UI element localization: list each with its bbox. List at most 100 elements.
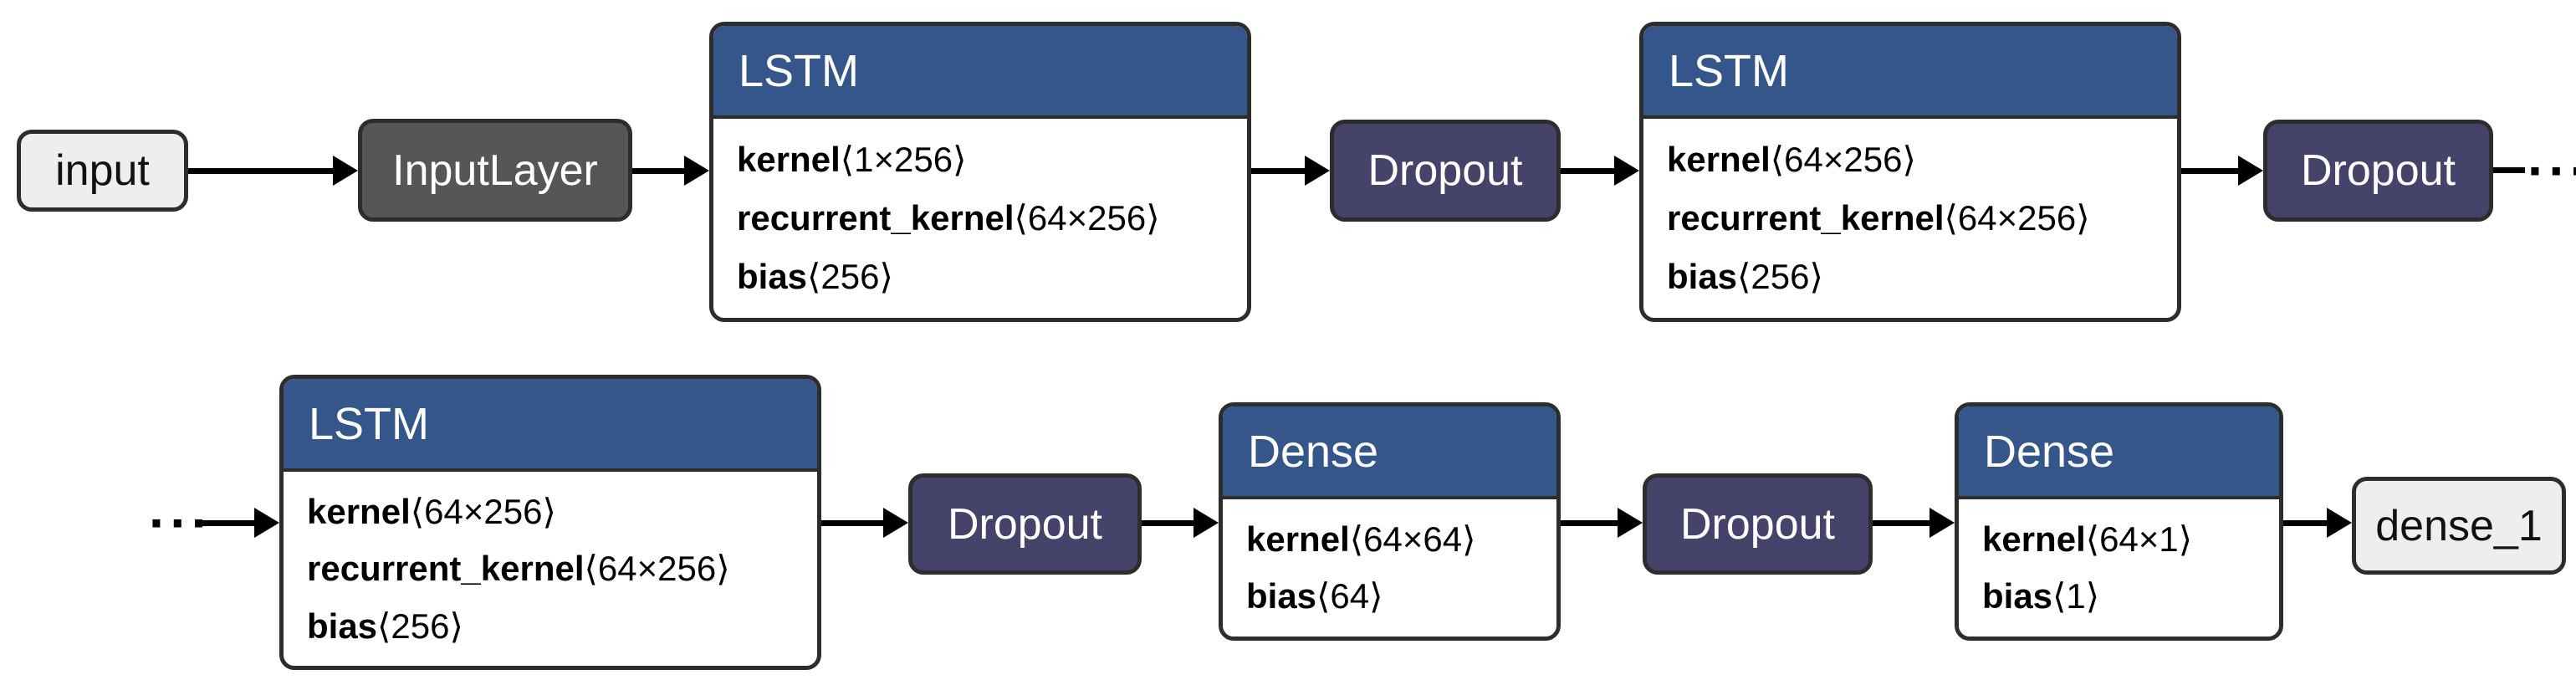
continuation-dots: ··· <box>2527 141 2576 201</box>
param-dims: ⟨64×256⟩ <box>1944 198 2090 238</box>
param-name: recurrent_kernel <box>737 198 1015 238</box>
dropout-2-node: Dropout <box>2263 120 2493 222</box>
arrow-shaft <box>632 167 684 174</box>
continuation-dots-label: ··· <box>149 493 212 553</box>
dense-1-card: Dense kernel⟨64×64⟩ bias⟨64⟩ <box>1219 402 1561 641</box>
param-row: bias⟨256⟩ <box>1667 259 2169 294</box>
dropout-1-node-label: Dropout <box>1367 146 1523 195</box>
flow-arrow <box>821 508 908 538</box>
param-dims: ⟨1⟩ <box>2052 576 2100 616</box>
dense-1-card-body: kernel⟨64×64⟩ bias⟨64⟩ <box>1223 499 1556 637</box>
param-row: kernel⟨1×256⟩ <box>737 142 1239 177</box>
inputlayer-node-label: InputLayer <box>392 146 598 195</box>
param-name: kernel <box>1246 519 1350 559</box>
arrow-head-icon <box>684 156 709 186</box>
input-node: input <box>17 130 188 212</box>
dropout-4-node: Dropout <box>1643 473 1873 575</box>
dense-1-card-title: Dense <box>1248 426 1379 477</box>
dense-2-card: Dense kernel⟨64×1⟩ bias⟨1⟩ <box>1955 402 2283 641</box>
arrow-head-icon <box>1305 156 1330 186</box>
flow-arrow <box>632 156 709 186</box>
param-dims: ⟨1×256⟩ <box>840 140 967 179</box>
arrow-head-icon <box>1618 508 1643 538</box>
lstm-3-card-body: kernel⟨64×256⟩ recurrent_kernel⟨64×256⟩ … <box>284 472 817 666</box>
arrow-shaft <box>188 167 333 174</box>
lstm-3-card: LSTM kernel⟨64×256⟩ recurrent_kernel⟨64×… <box>279 375 821 670</box>
param-name: bias <box>1667 257 1738 296</box>
dropout-3-node-label: Dropout <box>948 499 1102 549</box>
lstm-3-card-title: LSTM <box>309 398 430 449</box>
flow-arrow <box>1561 156 1639 186</box>
param-row: kernel⟨64×256⟩ <box>1667 142 2169 177</box>
param-dims: ⟨256⟩ <box>377 606 463 646</box>
arrow-shaft <box>2283 519 2327 526</box>
output-node-label: dense_1 <box>2375 501 2543 550</box>
flow-arrow <box>1873 508 1955 538</box>
param-name: bias <box>1982 576 2053 616</box>
arrow-shaft <box>1142 519 1193 526</box>
param-row: bias⟨64⟩ <box>1246 579 1548 614</box>
continuation-dots: ··· <box>149 493 212 553</box>
param-row: bias⟨256⟩ <box>737 259 1239 294</box>
lstm-2-card-title: LSTM <box>1669 45 1790 96</box>
lstm-3-card-header: LSTM <box>284 379 817 472</box>
arrow-shaft <box>1251 167 1305 174</box>
lstm-2-card: LSTM kernel⟨64×256⟩ recurrent_kernel⟨64×… <box>1639 22 2181 322</box>
arrow-head-icon <box>1614 156 1639 186</box>
arrow-head-icon <box>1193 508 1219 538</box>
param-row: bias⟨256⟩ <box>307 606 809 646</box>
param-dims: ⟨64×256⟩ <box>584 549 730 588</box>
input-node-label: input <box>55 146 150 195</box>
dropout-1-node: Dropout <box>1330 120 1561 222</box>
arrow-head-icon <box>2238 156 2263 186</box>
param-name: kernel <box>1982 519 2086 559</box>
param-row: recurrent_kernel⟨64×256⟩ <box>307 551 809 586</box>
param-dims: ⟨256⟩ <box>1737 257 1823 296</box>
param-dims: ⟨64×256⟩ <box>410 491 556 531</box>
arrow-shaft <box>199 519 254 526</box>
param-dims: ⟨64×64⟩ <box>1349 519 1476 559</box>
dense-2-card-title: Dense <box>1984 426 2115 477</box>
param-name: kernel <box>1667 140 1771 179</box>
flow-arrow <box>1251 156 1330 186</box>
flow-arrow <box>2283 508 2352 538</box>
param-dims: ⟨64×256⟩ <box>1770 140 1916 179</box>
continuation-dots-label: ··· <box>2527 141 2576 201</box>
param-name: bias <box>1246 576 1317 616</box>
lstm-1-card: LSTM kernel⟨1×256⟩ recurrent_kernel⟨64×2… <box>709 22 1251 322</box>
flow-arrow <box>1142 508 1219 538</box>
lstm-2-card-body: kernel⟨64×256⟩ recurrent_kernel⟨64×256⟩ … <box>1643 119 2177 318</box>
param-name: bias <box>307 606 378 646</box>
arrow-head-icon <box>2327 508 2352 538</box>
dense-2-card-header: Dense <box>1959 406 2279 499</box>
param-row: recurrent_kernel⟨64×256⟩ <box>737 201 1239 236</box>
flow-arrow <box>199 508 279 538</box>
dropout-4-node-label: Dropout <box>1680 499 1835 549</box>
param-name: bias <box>737 257 808 296</box>
arrow-head-icon <box>1929 508 1955 538</box>
arrow-head-icon <box>333 156 358 186</box>
param-name: recurrent_kernel <box>1667 198 1945 238</box>
arrow-shaft <box>1561 167 1614 174</box>
flow-arrow <box>1561 508 1643 538</box>
dense-1-card-header: Dense <box>1223 406 1556 499</box>
output-node: dense_1 <box>2352 477 2566 575</box>
param-name: kernel <box>307 491 411 531</box>
param-row: bias⟨1⟩ <box>1982 579 2271 614</box>
param-dims: ⟨64⟩ <box>1316 576 1383 616</box>
continuation-line <box>2493 167 2525 173</box>
param-dims: ⟨64×1⟩ <box>2085 519 2193 559</box>
param-row: kernel⟨64×256⟩ <box>307 491 809 531</box>
arrow-shaft <box>2181 167 2238 174</box>
arrow-shaft <box>1873 519 1929 526</box>
arrow-head-icon <box>254 508 279 538</box>
param-name: recurrent_kernel <box>307 549 585 588</box>
param-name: kernel <box>737 140 841 179</box>
param-row: kernel⟨64×1⟩ <box>1982 519 2271 559</box>
lstm-1-card-body: kernel⟨1×256⟩ recurrent_kernel⟨64×256⟩ b… <box>713 119 1247 318</box>
lstm-1-card-header: LSTM <box>713 26 1247 119</box>
inputlayer-node: InputLayer <box>358 119 632 222</box>
param-dims: ⟨256⟩ <box>807 257 893 296</box>
arrow-shaft <box>1561 519 1618 526</box>
